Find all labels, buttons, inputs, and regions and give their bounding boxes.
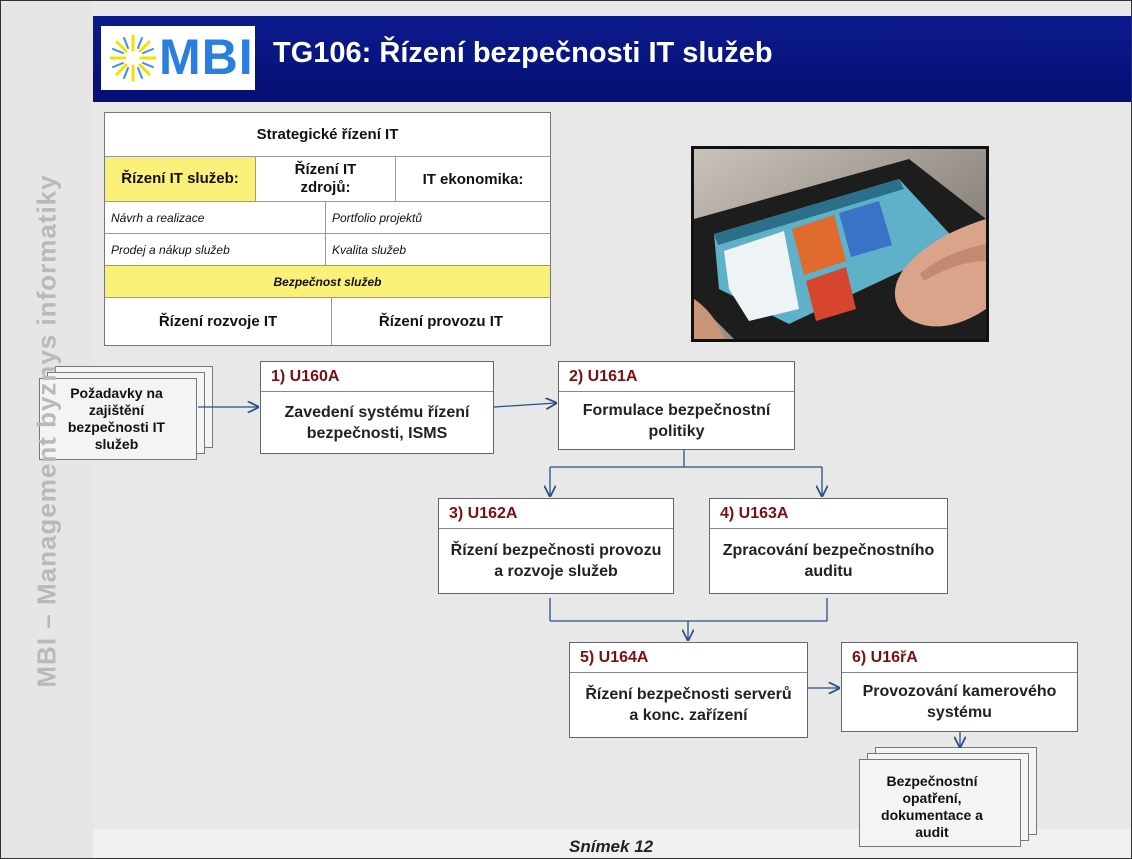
process-label: Zavedení systému řízení bezpečnosti, ISM… [284, 403, 470, 442]
process-label: Zpracování bezpečnostního auditu [722, 542, 935, 580]
framework-development: Řízení rozvoje IT [105, 298, 332, 345]
process-code: 1) U160A [261, 362, 493, 392]
input-doc-page-front [39, 378, 197, 460]
framework-quality: Kvalita služeb [326, 234, 550, 266]
framework-portfolio: Portfolio projektů [326, 202, 550, 234]
framework-resources: Řízení IT zdrojů: [256, 157, 396, 202]
output-doc-page-front [859, 759, 1021, 847]
logo-text: MBI [159, 29, 254, 85]
process-label: Řízení bezpečnosti provozu a rozvoje slu… [450, 542, 662, 580]
framework-economics: IT ekonomika: [396, 157, 550, 202]
framework-operations: Řízení provozu IT [378, 313, 504, 330]
input-document: Požadavky na zajištění bezpečnosti IT sl… [67, 385, 166, 452]
process-code: 3) U162A [439, 499, 673, 529]
process-label: Provozování kamerového systému [862, 683, 1057, 721]
process-code: 2) U161A [559, 362, 794, 392]
process-box-6: 6) U16řA Provozování kamerového systému [841, 642, 1078, 732]
tablet-illustration [694, 149, 986, 339]
process-box-1: 1) U160A Zavedení systému řízení bezpečn… [260, 361, 494, 454]
slide-number: Snímek 12 [569, 837, 654, 856]
process-box-5: 5) U164A Řízení bezpečnosti serverů a ko… [569, 642, 808, 738]
slide-title: TG106: Řízení bezpečnosti IT služeb [273, 37, 773, 69]
process-box-2: 2) U161A Formulace bezpečnostní politiky [558, 361, 795, 450]
tablet-photo [691, 146, 989, 342]
process-label: Formulace bezpečnostní politiky [582, 401, 771, 440]
framework-services: Řízení IT služeb: [105, 157, 256, 202]
process-box-4: 4) U163A Zpracování bezpečnostního audit… [709, 498, 948, 594]
sun-star-icon [109, 34, 157, 82]
process-code: 4) U163A [710, 499, 947, 529]
process-code: 6) U16řA [842, 643, 1077, 673]
framework-security-highlight: Bezpečnost služeb [105, 266, 550, 298]
framework-design: Návrh a realizace [105, 202, 326, 234]
framework-top: Strategické řízení IT [105, 113, 550, 157]
process-code: 5) U164A [570, 643, 807, 673]
output-document: Bezpečnostní opatření, dokumentace a aud… [881, 773, 983, 840]
process-box-3: 3) U162A Řízení bezpečnosti provozu a ro… [438, 498, 674, 594]
mbi-logo: MBI [101, 26, 255, 90]
arrow-1-to-2 [493, 403, 556, 407]
framework-sales: Prodej a nákup služeb [105, 234, 326, 266]
process-label: Řízení bezpečnosti serverů a konc. zaříz… [585, 686, 792, 724]
it-governance-framework-table: Strategické řízení IT Řízení IT služeb: … [104, 112, 551, 346]
title-bar: MBI TG106: Řízení bezpečnosti IT služeb [93, 16, 1131, 102]
